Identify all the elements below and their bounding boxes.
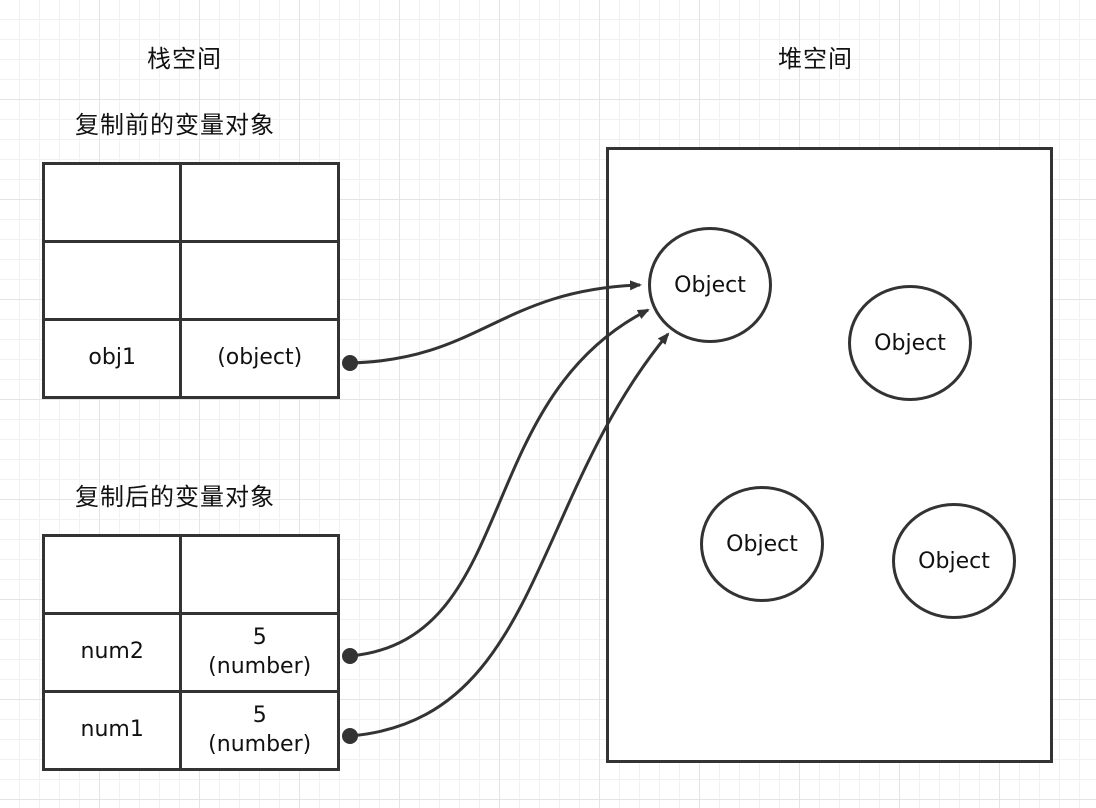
num2-reference-arrow — [342, 308, 650, 664]
heap-object: Object — [892, 503, 1016, 619]
table-row — [41, 534, 340, 615]
table-row — [41, 162, 340, 243]
variable-value-cell: 5 (number) — [179, 612, 340, 693]
variable-value-cell: (object) — [179, 318, 340, 399]
variable-value-cell — [179, 162, 340, 243]
table-row: num1 5 (number) — [41, 690, 340, 771]
variable-name-cell: num2 — [41, 612, 183, 693]
variable-value-cell — [179, 534, 340, 615]
table-row: num2 5 (number) — [41, 612, 340, 693]
heap-space-title: 堆空间 — [778, 45, 853, 73]
heap-object: Object — [848, 285, 972, 401]
value-line: 5 — [252, 702, 267, 728]
before-copy-title: 复制前的变量对象 — [75, 111, 275, 139]
variable-object-after-table: num2 5 (number) num1 5 (number) — [41, 534, 340, 771]
variable-name-cell: obj1 — [41, 318, 183, 399]
variable-object-before-table: obj1 (object) — [41, 162, 340, 399]
stack-space-title: 栈空间 — [147, 45, 222, 73]
table-row: obj1 (object) — [41, 318, 340, 399]
obj1-reference-arrow — [342, 280, 642, 371]
variable-name-cell: num1 — [41, 690, 183, 771]
after-copy-title: 复制后的变量对象 — [75, 483, 275, 511]
heap-object-referenced: Object — [648, 227, 772, 343]
variable-name-cell — [41, 162, 183, 243]
value-line: 5 — [252, 624, 267, 650]
table-row — [41, 240, 340, 321]
value-type-line: (number) — [208, 653, 312, 679]
variable-value-cell — [179, 240, 340, 321]
variable-name-cell — [41, 534, 183, 615]
value-type-line: (number) — [208, 731, 312, 757]
heap-object: Object — [700, 486, 824, 602]
variable-value-cell: 5 (number) — [179, 690, 340, 771]
variable-name-cell — [41, 240, 183, 321]
